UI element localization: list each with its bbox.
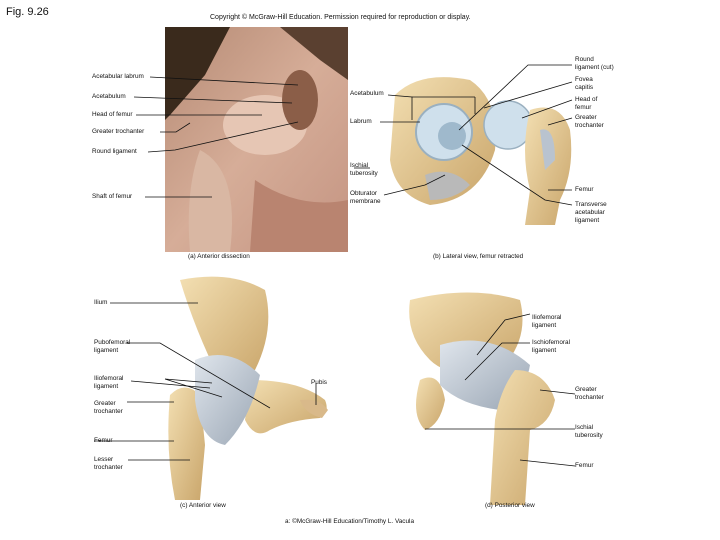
label-a-head-of-femur: Head of femur bbox=[92, 111, 133, 118]
label-c-pubofemoral-ligament: Pubofemoral ligament bbox=[94, 339, 131, 354]
label-c-iliofemoral-ligament: Iliofemoral ligament bbox=[94, 375, 124, 390]
label-b-femur: Femur bbox=[575, 186, 594, 193]
photo-credit: a: ©McGraw-Hill Education/Timothy L. Vac… bbox=[285, 518, 415, 525]
panel-d-posterior-illustration bbox=[409, 292, 555, 505]
caption-b: (b) Lateral view, femur retracted bbox=[433, 253, 524, 260]
label-c-lesser-trochanter: Lesser trochanter bbox=[94, 456, 123, 471]
label-b-head-of-femur: Head of femur bbox=[575, 96, 598, 111]
leader-lines bbox=[94, 64, 576, 467]
label-c-greater-trochanter: Greater trochanter bbox=[94, 400, 123, 415]
figure-number: Fig. 9.26 bbox=[6, 6, 49, 18]
label-b-labrum: Labrum bbox=[350, 118, 372, 125]
label-b-greater-trochanter: Greater trochanter bbox=[575, 114, 604, 129]
label-a-shaft-of-femur: Shaft of femur bbox=[92, 193, 133, 200]
label-d-iliofemoral-ligament: Iliofemoral ligament bbox=[532, 314, 562, 329]
label-d-femur: Femur bbox=[575, 462, 594, 469]
label-c-pubis: Pubis bbox=[311, 379, 327, 386]
label-a-acetabulum: Acetabulum bbox=[92, 93, 126, 100]
label-b-round-ligament-cut: Round ligament (cut) bbox=[575, 56, 614, 71]
label-d-ischiofemoral-ligament: Ischiofemoral ligament bbox=[532, 339, 571, 354]
label-a-round-ligament: Round ligament bbox=[92, 148, 137, 155]
label-c-ilium: Ilium bbox=[94, 299, 108, 306]
label-b-ischial-tuberosity: Ischial tuberosity bbox=[350, 162, 378, 177]
caption-c: (c) Anterior view bbox=[180, 502, 226, 509]
label-b-transverse-acetabular-ligament: Transverse acetabular ligament bbox=[575, 201, 607, 224]
label-b-fovea-capitis: Fovea capitis bbox=[575, 76, 594, 91]
label-b-acetabulum: Acetabulum bbox=[350, 90, 384, 97]
label-c-femur: Femur bbox=[94, 437, 113, 444]
caption-d: (d) Posterior view bbox=[485, 502, 535, 509]
label-d-ischial-tuberosity: Ischial tuberosity bbox=[575, 424, 603, 439]
caption-a: (a) Anterior dissection bbox=[188, 253, 250, 260]
label-d-greater-trochanter: Greater trochanter bbox=[575, 386, 604, 401]
panel-b-lateral-illustration bbox=[390, 77, 572, 225]
label-a-acetabular-labrum: Acetabular labrum bbox=[92, 73, 144, 80]
panel-c-anterior-illustration bbox=[168, 276, 328, 500]
copyright-notice: Copyright © McGraw-Hill Education. Permi… bbox=[210, 14, 471, 21]
label-b-obturator-membrane: Obturator membrane bbox=[350, 190, 381, 205]
panel-a-dissection-photo bbox=[165, 27, 348, 252]
label-a-greater-trochanter: Greater trochanter bbox=[92, 128, 145, 135]
